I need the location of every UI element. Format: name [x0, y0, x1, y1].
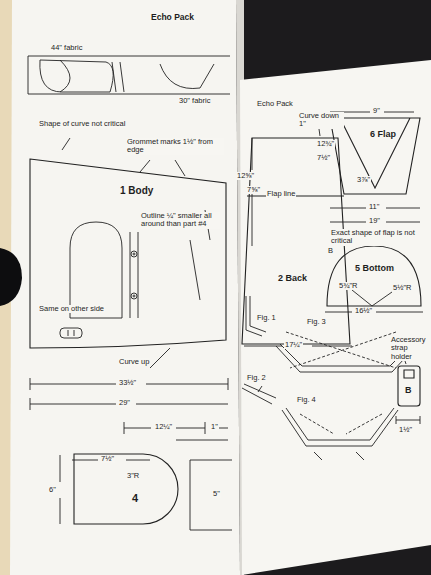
piece-outline [72, 452, 180, 526]
dimension-note: 7½" [316, 154, 331, 162]
dimension-note: Fig. 2 [246, 374, 267, 382]
dimension-note: 1" [210, 423, 219, 431]
dimension-note: 5" [212, 490, 221, 498]
dimension-note: 44" fabric [50, 44, 83, 52]
pattern-piece: B [396, 364, 422, 408]
dimension-note: B [327, 247, 334, 255]
dimension-note: 11" [368, 203, 380, 211]
dimension-note: 1½" [398, 426, 413, 434]
outline-path [74, 454, 178, 524]
dimension-note: 33½" [118, 379, 137, 387]
right-page [240, 60, 431, 575]
dimension-note: 16½" [354, 307, 373, 315]
dimension-note: 3"R [126, 472, 140, 480]
outline-path [30, 159, 226, 348]
thumb-nail [0, 248, 22, 306]
dimension-note: Fig. 4 [296, 396, 317, 404]
dimension-note: Exact shape of flap is not critical [330, 229, 428, 246]
outline-path [398, 366, 420, 406]
piece-label: 6 Flap [370, 130, 396, 140]
dimension-note: 17¼" [284, 341, 303, 349]
piece-label: B [405, 386, 412, 396]
dimension-note: 5½"R [392, 284, 413, 292]
outline-path [330, 118, 420, 194]
piece-outline [325, 244, 423, 308]
dimension-note: Outline ¼" smaller all around than part … [140, 212, 220, 229]
dimension-note: 3⅞" [356, 176, 371, 184]
dimension-note: Accessory strap holder [390, 336, 431, 361]
dimension-note: Fig. 3 [306, 318, 327, 326]
dimension-note: Shape of curve not critical [38, 120, 126, 128]
dimension-note: 12⅝" [236, 172, 255, 180]
dimension-note: Curve down 1" [298, 112, 344, 129]
dimension-note: 5¾"R [338, 282, 359, 290]
dimension-note: 30" fabric [178, 97, 211, 105]
dimension-note: 12¾" [316, 140, 335, 148]
page-header: Echo Pack [150, 12, 195, 22]
line-art [28, 56, 423, 530]
dimension-note: Grommet marks 1½" from edge [126, 138, 224, 155]
piece-label: 4 [132, 492, 138, 504]
left-page [0, 0, 240, 575]
dimension-note: 6" [48, 486, 57, 494]
piece-label: 1 Body [120, 185, 153, 196]
piece-label: 5 Bottom [355, 264, 394, 274]
dimension-note: 7⅝" [246, 186, 261, 194]
dimension-note: Same on other side [38, 305, 105, 313]
dimension-note: 12¼" [154, 423, 173, 431]
piece-label: 2 Back [278, 274, 307, 284]
dimension-note: 29" [118, 399, 131, 407]
pattern-piece: 4 [72, 452, 180, 526]
pattern-piece: 5 Bottom [325, 244, 423, 308]
pattern-piece: 1 Body [28, 155, 228, 350]
dimension-note: Flap line [266, 190, 296, 198]
dimension-note: Curve up [118, 358, 150, 366]
dimension-note: 19" [368, 217, 381, 225]
dimension-note: 7½" [100, 455, 115, 463]
dimension-note: Echo Pack [256, 100, 294, 108]
dimension-note: Fig. 1 [256, 314, 277, 322]
dimension-note: 9" [372, 107, 381, 115]
outline-path [327, 246, 421, 306]
piece-outline [28, 155, 228, 350]
